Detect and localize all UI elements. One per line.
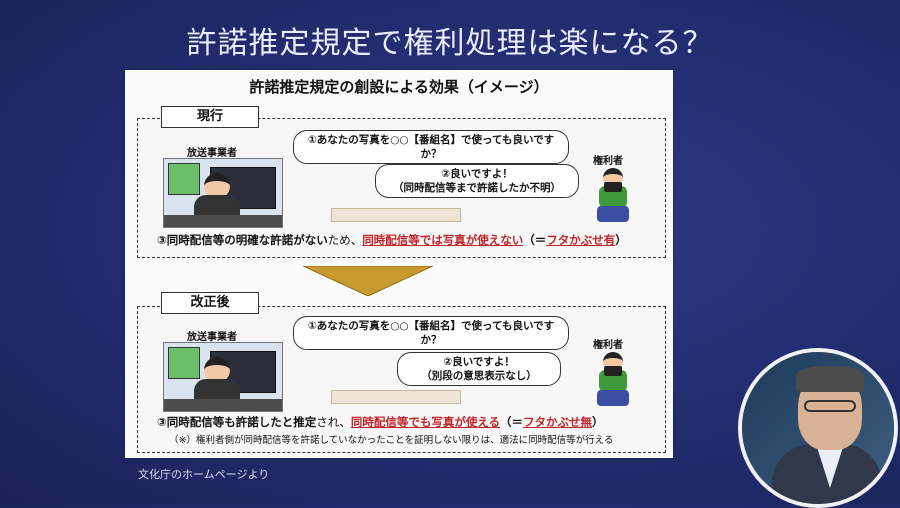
flow-arrow	[331, 208, 461, 222]
slide-image: 許諾推定規定の創設による効果（イメージ） 現行 放送事業者 ①あなたの写真を○○…	[125, 70, 673, 458]
rightsholder-label: 権利者	[593, 156, 623, 167]
result-prefix-2: ③同時配信等も許諾したと推定	[157, 415, 317, 429]
revised-result: ③同時配信等も許諾したと推定され、同時配信等でも写真が使える（＝フタかぶせ無）	[157, 414, 604, 430]
reply-bubble: ②良いですよ！ （同時配信等まで許諾したか不明）	[375, 164, 579, 198]
broadcaster-illustration	[163, 158, 283, 228]
result-mid: ため、	[327, 233, 363, 247]
flow-arrow-2	[331, 390, 461, 404]
result-paren-open: （＝	[523, 233, 547, 247]
revised-tag: 改正後	[161, 292, 259, 314]
slide-title: 許諾推定規定で権利処理は楽になる？	[186, 26, 714, 61]
result-paren-open-2: （＝	[500, 415, 524, 429]
speaker-video	[738, 348, 898, 508]
source-caption: 文化庁のホームページより	[138, 468, 270, 481]
result-red: 同時配信等では写真が使えない	[362, 233, 524, 247]
broadcaster-label: 放送事業者	[187, 148, 237, 159]
reply-line2: （同時配信等まで許諾したか不明）	[393, 182, 561, 194]
result-prefix: ③同時配信等の明確な許諾がない	[157, 233, 328, 247]
photographer-illustration-2	[593, 352, 633, 408]
reply-line1: ②良いですよ！	[441, 168, 513, 180]
reply-line2-2: （別段の意思表示なし）	[421, 370, 537, 382]
reply-line1-2: ②良いですよ！	[443, 356, 515, 368]
broadcaster-label-2: 放送事業者	[187, 332, 237, 343]
request-bubble: ①あなたの写真を○○【番組名】で使っても良いですか？	[293, 130, 569, 164]
result-red2: フタかぶせ有	[546, 233, 616, 247]
broadcaster-illustration-2	[163, 342, 283, 412]
rightsholder-label-2: 権利者	[593, 340, 623, 351]
transition-arrow	[303, 266, 433, 296]
request-bubble-2: ①あなたの写真を○○【番組名】で使っても良いですか？	[293, 316, 569, 350]
result-paren-close: ）	[615, 233, 627, 247]
current-result: ③同時配信等の明確な許諾がないため、同時配信等では写真が使えない（＝フタかぶせ有…	[157, 232, 627, 248]
current-tag: 現行	[161, 106, 259, 128]
result-paren-close-2: ）	[592, 415, 604, 429]
result-red-2: 同時配信等でも写真が使える	[350, 415, 501, 429]
reply-bubble-2: ②良いですよ！ （別段の意思表示なし）	[397, 352, 561, 386]
footnote: （※）権利者側が同時配信等を許諾していなかったことを証明しない限りは、適法に同時…	[169, 435, 614, 446]
result-red2-2: フタかぶせ無	[523, 415, 593, 429]
photographer-illustration	[593, 168, 633, 224]
slide-heading: 許諾推定規定の創設による効果（イメージ）	[249, 78, 549, 96]
result-mid-2: され、	[316, 415, 351, 429]
